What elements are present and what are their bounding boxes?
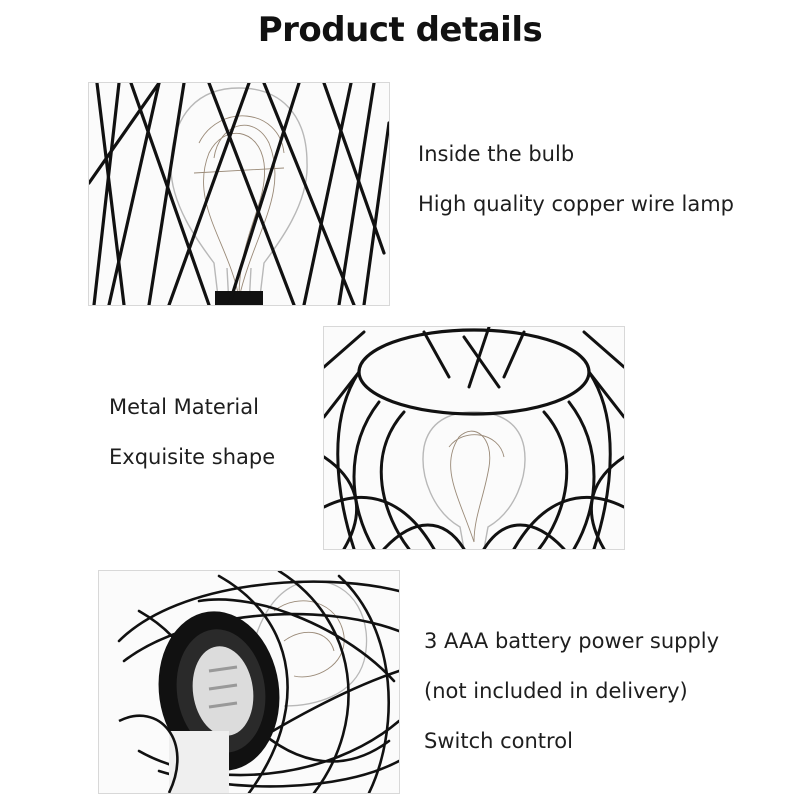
- caption-line: (not included in delivery): [424, 679, 688, 703]
- photo-battery-base: [98, 570, 400, 794]
- caption-line: Inside the bulb: [418, 142, 575, 166]
- caption-material: Metal Material Exquisite shape: [109, 382, 275, 482]
- caption-line: High quality copper wire lamp: [418, 192, 735, 216]
- caption-line: Switch control: [424, 729, 573, 753]
- photo-metal-cage: [323, 326, 625, 550]
- page-title: Product details: [257, 10, 543, 50]
- photo-bulb-closeup: [88, 82, 390, 306]
- caption-line: 3 AAA battery power supply: [424, 629, 720, 653]
- caption-line: Metal Material: [109, 395, 259, 419]
- caption-power: 3 AAA battery power supply (not included…: [424, 616, 719, 766]
- caption-bulb: Inside the bulb High quality copper wire…: [418, 129, 734, 229]
- caption-line: Exquisite shape: [109, 445, 276, 469]
